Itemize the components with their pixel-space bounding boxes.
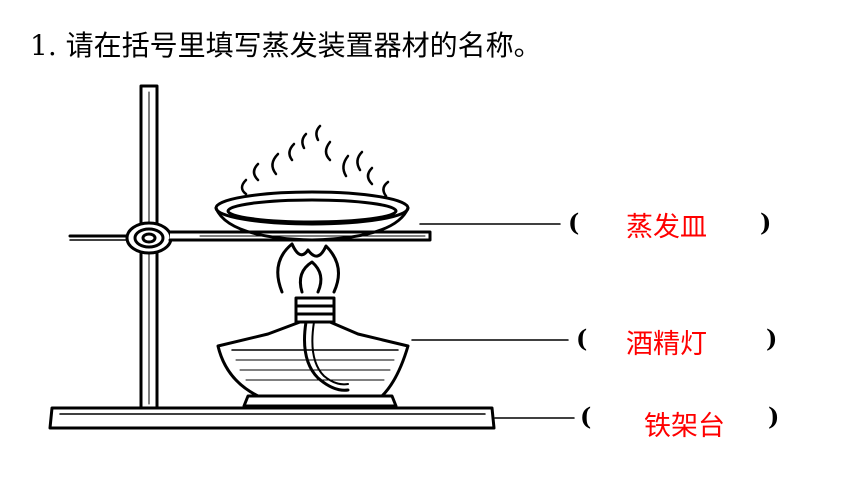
bracket-close-3: ) (768, 402, 780, 431)
bracket-close-2: ) (766, 324, 778, 353)
bracket-open-2: ( (576, 324, 588, 353)
vapour-wisps (240, 124, 390, 198)
leader-lines (411, 223, 575, 419)
flame (276, 242, 340, 294)
evaporating-dish-shape (214, 190, 410, 242)
label-iron-stand: 铁架台 (644, 411, 725, 442)
stand-base (48, 406, 496, 430)
label-evaporating-dish: 蒸发皿 (626, 212, 707, 243)
bracket-close-1: ) (760, 208, 772, 237)
question-text: 1. 请在括号里填写蒸发装置器材的名称。 (30, 29, 542, 62)
alcohol-lamp-shape (216, 296, 410, 408)
bracket-open-1: ( (568, 208, 580, 237)
bracket-open-3: ( (580, 402, 592, 431)
label-alcohol-lamp: 酒精灯 (626, 329, 707, 360)
